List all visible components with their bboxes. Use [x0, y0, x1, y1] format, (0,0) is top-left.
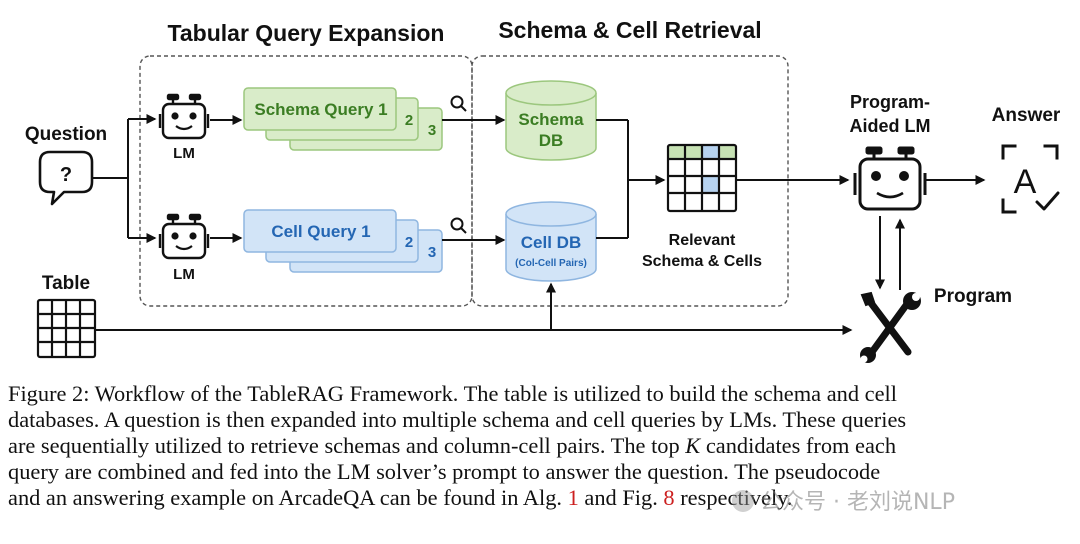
svg-text:?: ?	[60, 164, 72, 186]
schema-query-2-label: 2	[405, 112, 413, 129]
table-label: Table	[42, 273, 90, 294]
cell-query-1-label: Cell Query 1	[271, 222, 370, 241]
caption-line-3: are sequentially utilized to retrieve sc…	[8, 433, 897, 458]
retrieval-title: Schema & Cell Retrieval	[498, 17, 761, 43]
answer-label: Answer	[992, 105, 1061, 126]
svg-text:Cell DB: Cell DB	[521, 233, 581, 252]
schema-query-card-1	[243, 87, 397, 131]
schema-db-cylinder: Schema DB	[505, 80, 597, 161]
svg-text:(Col-Cell Pairs): (Col-Cell Pairs)	[515, 258, 587, 269]
relevant-label-line2: Schema & Cells	[642, 253, 762, 270]
cell-query-card-1	[243, 209, 397, 253]
lm-label-bottom: LM	[173, 266, 195, 283]
program-lm-label-line2: Aided LM	[850, 116, 931, 136]
caption-variable-k: K	[685, 433, 701, 458]
caption-line-2: databases. A question is then expanded i…	[8, 407, 907, 432]
caption-line-4: query are combined and fed into the LM s…	[8, 459, 881, 484]
program-lm-label-line1: Program-	[850, 92, 930, 112]
relevant-cells-grid-icon	[666, 143, 738, 213]
watermark-logo-icon	[732, 490, 754, 512]
cell-query-2-label: 2	[405, 234, 413, 251]
figure-caption: Figure 2: Workflow of the TableRAG Frame…	[8, 381, 1074, 511]
relevant-label-line1: Relevant	[669, 232, 736, 249]
svg-text:DB: DB	[539, 131, 564, 150]
question-bubble-icon: ?	[38, 150, 94, 206]
svg-text:A: A	[1014, 163, 1037, 201]
cell-db-cylinder: Cell DB (Col-Cell Pairs)	[505, 201, 597, 282]
retrieval-merge-lines	[596, 119, 666, 239]
schema-query-1-label: Schema Query 1	[254, 100, 387, 119]
question-label: Question	[25, 124, 107, 145]
fig-reference-link[interactable]: 8	[663, 485, 675, 510]
search-icon	[450, 95, 467, 112]
lm-label-top: LM	[173, 145, 195, 162]
search-icon	[450, 217, 467, 234]
program-lm-robot-icon	[853, 146, 927, 211]
retrieval-stage-box	[471, 55, 789, 307]
watermark: 公众号 · 老刘说NLP	[732, 484, 955, 516]
answer-icon: A	[1001, 144, 1060, 214]
cell-query-stack: Cell Query 1 2 3	[243, 209, 443, 273]
lm-robot-icon-top	[158, 93, 210, 140]
expansion-title: Tabular Query Expansion	[168, 20, 445, 46]
program-label: Program	[934, 286, 1012, 307]
table-icon	[36, 298, 97, 359]
schema-query-3-label: 3	[428, 122, 436, 139]
svg-text:Schema: Schema	[518, 110, 584, 129]
workflow-diagram: Tabular Query Expansion Schema & Cell Re…	[25, 17, 1061, 363]
alg-reference-link[interactable]: 1	[567, 485, 579, 510]
schema-query-stack: Schema Query 1 2 3	[243, 87, 443, 151]
wrench-screwdriver-icon	[860, 291, 921, 363]
question-branch-lines	[92, 114, 157, 243]
lm-robot-icon-bottom	[158, 213, 210, 260]
caption-line-5: and an answering example on ArcadeQA can…	[8, 485, 793, 510]
cell-query-3-label: 3	[428, 244, 436, 261]
caption-line-1: Figure 2: Workflow of the TableRAG Frame…	[8, 381, 897, 406]
